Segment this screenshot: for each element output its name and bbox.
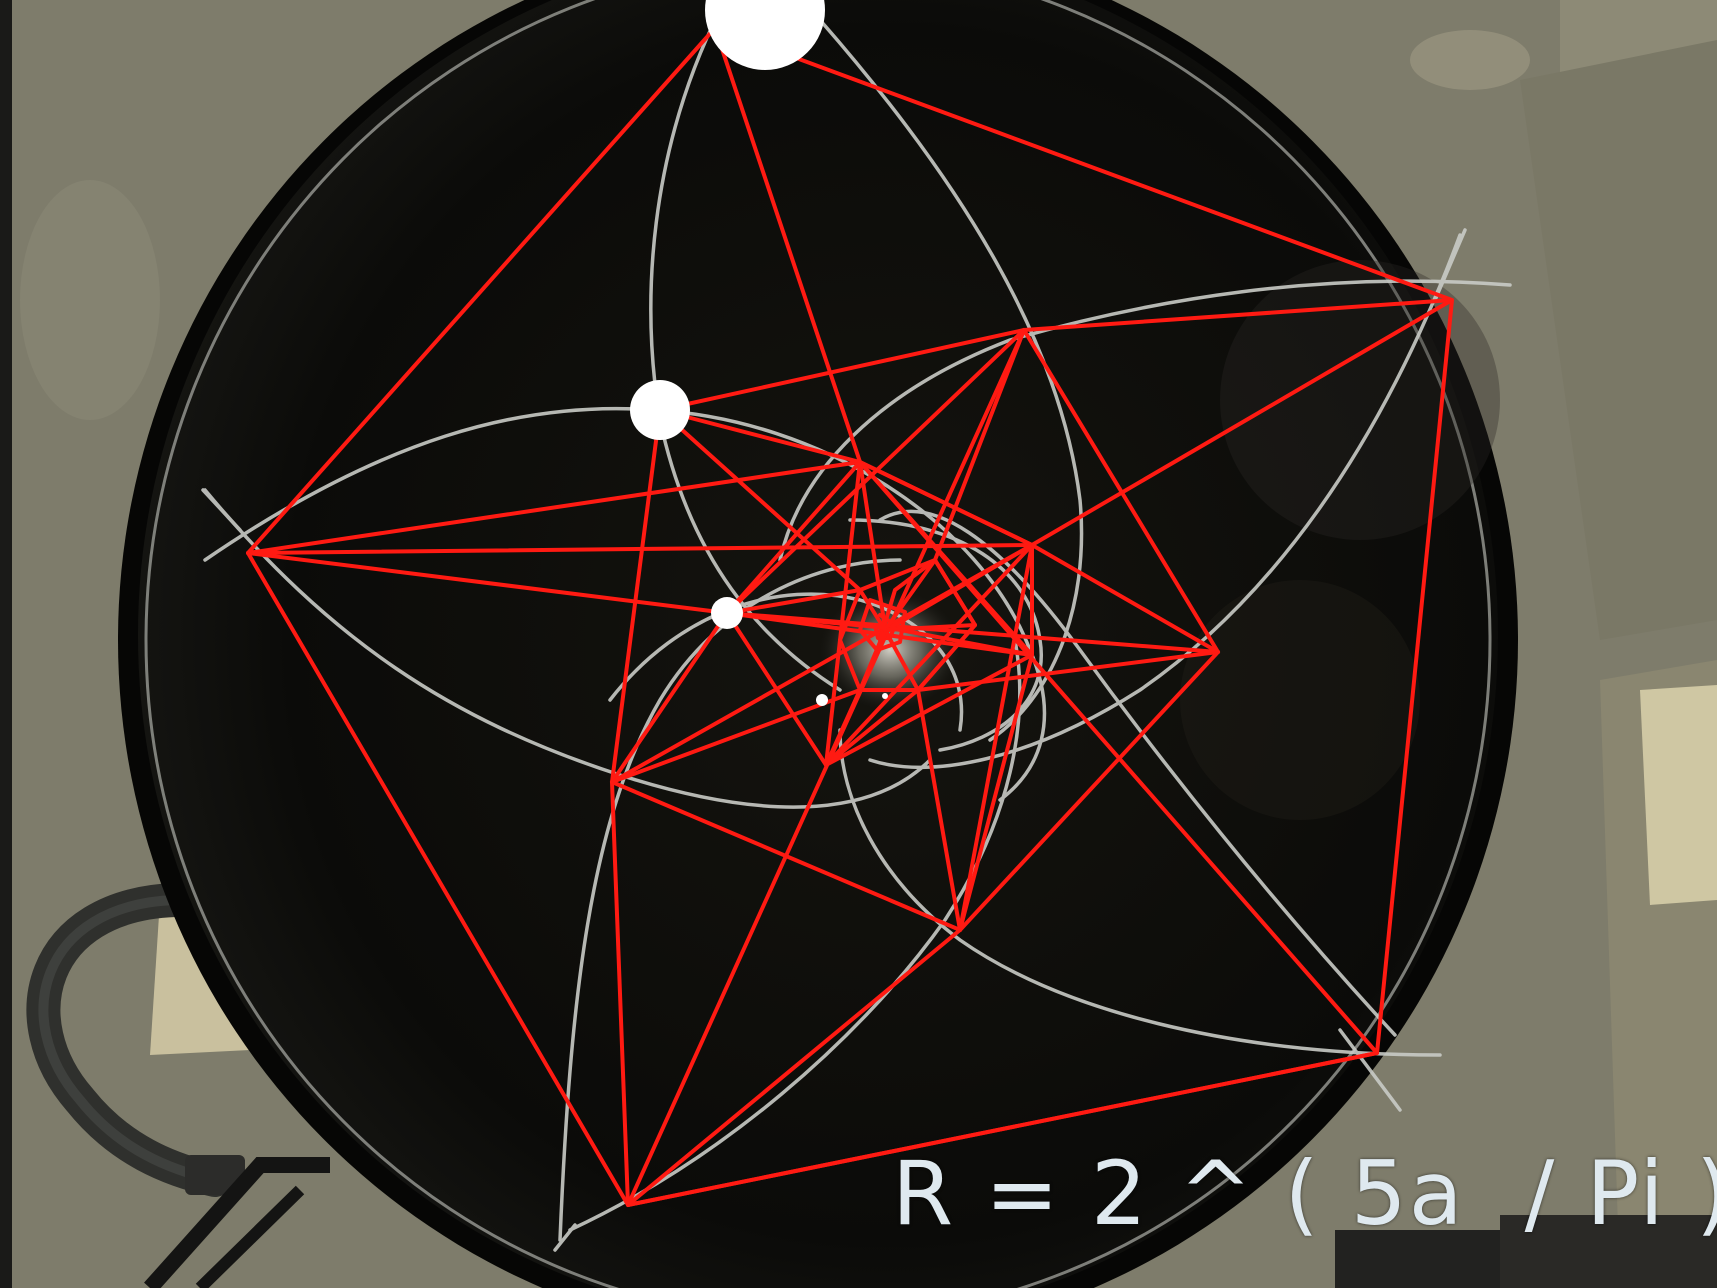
- hose-and-stand: [26, 883, 1717, 1288]
- marker-dots: [630, 0, 888, 706]
- star-arm-2: [658, 328, 1026, 412]
- inner-pentagon: [725, 460, 1034, 767]
- small-marker-dot: [711, 597, 743, 629]
- tiny-marker-dot-2: [882, 693, 888, 699]
- inner-web-2: [725, 558, 977, 692]
- formula-label: R = 2 ^ ( 5a / Pi ): [892, 1142, 1717, 1245]
- medium-marker-dot: [630, 380, 690, 440]
- black-disc: [118, 0, 1518, 1288]
- red-spiral-overlay: [246, 26, 1454, 1207]
- tiny-marker-dot: [816, 694, 828, 706]
- large-marker-dot: [705, 0, 825, 70]
- star-arm-3: [610, 408, 1220, 932]
